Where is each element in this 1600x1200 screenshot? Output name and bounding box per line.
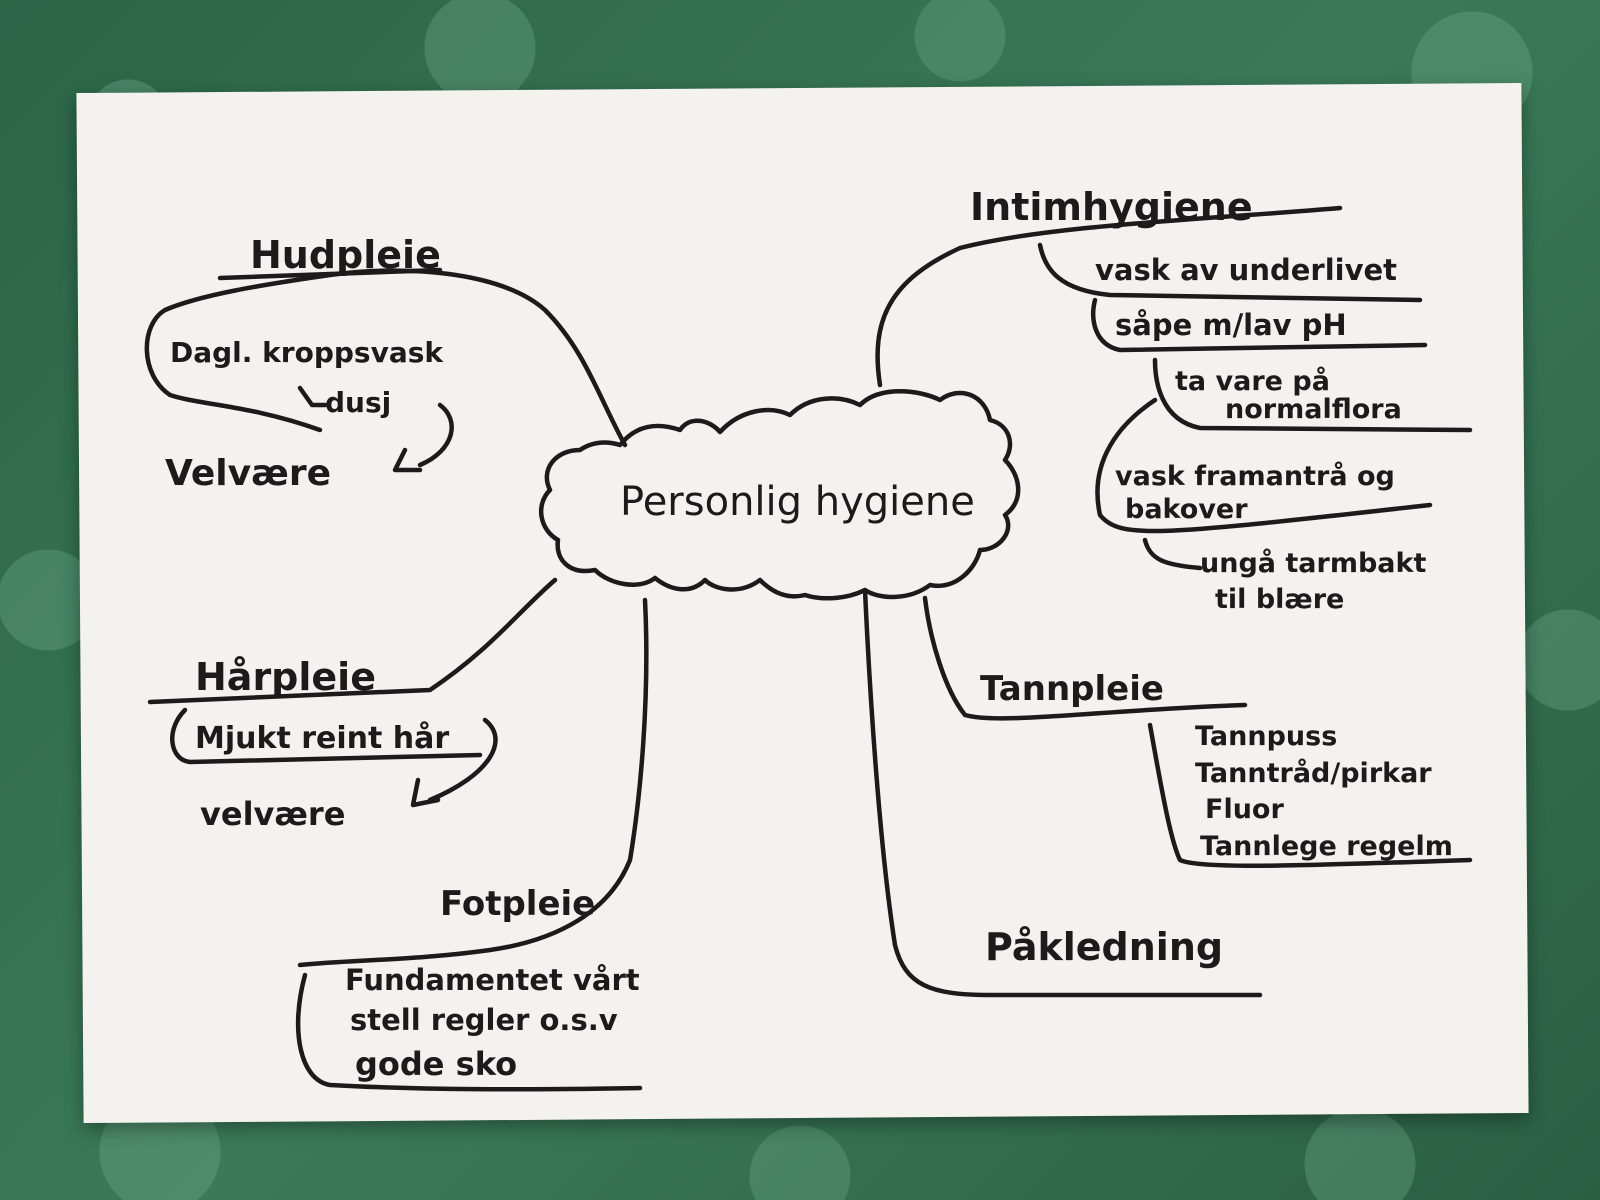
intimhygiene-item-8: til blære: [1215, 584, 1344, 615]
intimhygiene-item-5: vask framantrå og: [1115, 460, 1395, 492]
harpleie-bracket: [170, 707, 483, 765]
intimhygiene-item-2: såpe m/lav pH: [1115, 308, 1347, 342]
intimhygiene-item-1: vask av underlivet: [1095, 253, 1397, 287]
intimhygiene-item-4: normalflora: [1225, 394, 1402, 425]
pakledning-connector: [862, 587, 1263, 998]
hudpleie-result: Velvære: [165, 453, 331, 494]
intimhygiene-item-7: ungå tarmbakt: [1200, 547, 1426, 579]
fotpleie-title: Fotpleie: [440, 884, 595, 924]
tannpleie-title: Tannpleie: [980, 669, 1164, 709]
tannpleie-item-2: Tanntråd/pirkar: [1195, 757, 1432, 789]
hudpleie-item-1: Dagl. kroppsvask: [170, 336, 444, 369]
dusj-hook: [297, 385, 328, 408]
intimhygiene-connector: [875, 205, 1343, 388]
hudpleie-title: Hudpleie: [250, 233, 441, 277]
intim-sub-1-line: [1037, 242, 1423, 303]
fotpleie-connector: [297, 597, 649, 968]
fotpleie-bracket: [295, 972, 643, 1092]
fotpleie-item-1: Fundamentet vårt: [345, 963, 640, 997]
intimhygiene-item-6: bakover: [1125, 494, 1248, 525]
intim-sub-2-line: [1091, 297, 1428, 353]
tannpleie-connector: [922, 595, 1248, 721]
fotpleie-item-3: gode sko: [355, 1045, 517, 1083]
tannpleie-item-4: Tannlege regelm: [1200, 831, 1453, 862]
intim-sub-4-line: [1095, 397, 1433, 534]
fotpleie-item-2: stell regler o.s.v: [350, 1003, 618, 1037]
pakledning-title: Påkledning: [985, 925, 1223, 969]
center-cloud-shape: [538, 389, 1021, 601]
harpleie-arrow: [410, 717, 498, 808]
harpleie-title: Hårpleie: [195, 655, 376, 699]
harpleie-result: velvære: [200, 795, 345, 833]
tannpleie-item-3: Fluor: [1205, 794, 1284, 825]
hudpleie-connector: [144, 268, 628, 448]
intim-sub-3-line: [1152, 357, 1473, 433]
harpleie-connector: [147, 577, 558, 705]
intimhygiene-title: Intimhygiene: [970, 185, 1253, 229]
hudpleie-item-2: dusj: [325, 386, 391, 419]
hudpleie-arrow: [392, 402, 454, 473]
tannpleie-bracket: [1147, 722, 1473, 869]
hudpleie-underline: [217, 267, 443, 281]
intimhygiene-item-3: ta vare på: [1175, 365, 1330, 397]
intim-sub-5-line: [1142, 537, 1203, 571]
center-topic: Personlig hygiene: [620, 479, 975, 525]
harpleie-item-1: Mjukt reint hår: [195, 720, 449, 756]
tannpleie-item-1: Tannpuss: [1195, 721, 1337, 752]
